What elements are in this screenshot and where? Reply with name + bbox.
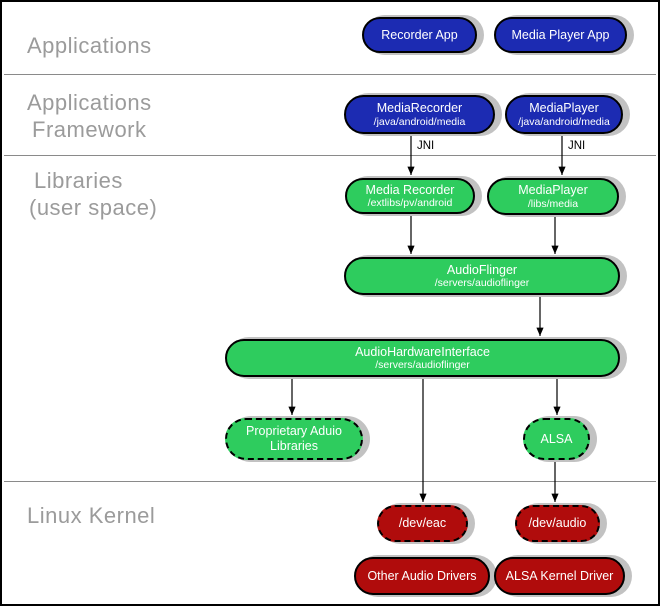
node-sublabel: /java/android/media: [373, 115, 466, 128]
node-label: Media Player App: [511, 27, 610, 42]
layer-label-text: Applications: [27, 90, 152, 115]
layer-label-applications: Applications: [27, 32, 152, 59]
divider-libraries-kernel: [4, 481, 656, 482]
layer-label-text: Applications: [27, 33, 152, 58]
node-label: /dev/audio: [528, 516, 587, 531]
node-label: MediaRecorder: [376, 101, 463, 116]
node-dev-eac: /dev/eac: [377, 505, 468, 542]
node-media-recorder-lib: Media Recorder /extlibs/pv/android: [345, 178, 475, 214]
layer-label-text: Libraries: [34, 168, 123, 193]
node-sublabel: /libs/media: [527, 197, 579, 210]
node-proprietary-audio-libraries: Proprietary Aduio Libraries: [225, 418, 363, 460]
layer-label-libraries: Libraries (user space): [29, 167, 157, 221]
node-mediaplayer-lib: MediaPlayer /libs/media: [487, 178, 619, 215]
node-alsa-kernel-driver: ALSA Kernel Driver: [494, 557, 625, 595]
node-label: /dev/eac: [398, 516, 447, 531]
node-label: Recorder App: [381, 27, 458, 42]
node-sublabel: /java/android/media: [518, 115, 610, 128]
node-label: ALSA: [540, 431, 573, 446]
jni-label-right: JNI: [568, 140, 586, 152]
node-label: MediaPlayer: [529, 101, 599, 116]
node-label: Proprietary Aduio Libraries: [246, 424, 342, 453]
node-label: MediaPlayer: [518, 183, 588, 198]
node-sublabel: /extlibs/pv/android: [367, 197, 453, 210]
node-other-audio-drivers: Other Audio Drivers: [354, 557, 490, 595]
node-media-player-app: Media Player App: [494, 17, 627, 53]
layer-label-text: Linux Kernel: [27, 503, 156, 528]
node-audioflinger: AudioFlinger /servers/audioflinger: [344, 257, 620, 295]
node-mediaplayer-framework: MediaPlayer /java/android/media: [505, 95, 623, 134]
layer-label-applications-framework: Applications Framework: [27, 89, 152, 143]
jni-label-left: JNI: [417, 140, 435, 152]
node-mediarecorder-framework: MediaRecorder /java/android/media: [344, 95, 495, 134]
node-audio-hardware-interface: AudioHardwareInterface /servers/audiofli…: [225, 339, 620, 377]
node-label: Media Recorder: [365, 182, 455, 197]
layer-label-linux-kernel: Linux Kernel: [27, 502, 155, 529]
node-dev-audio: /dev/audio: [515, 505, 600, 542]
divider-applications-framework: [4, 74, 656, 75]
divider-framework-libraries: [4, 155, 656, 156]
node-sublabel: /servers/audioflinger: [434, 277, 530, 290]
layer-label-text: Framework: [32, 117, 147, 142]
node-label: Other Audio Drivers: [367, 568, 477, 583]
node-label: AudioFlinger: [446, 262, 518, 277]
node-label: ALSA Kernel Driver: [505, 568, 614, 583]
node-alsa: ALSA: [523, 418, 590, 460]
node-sublabel: /servers/audioflinger: [375, 359, 470, 372]
node-recorder-app: Recorder App: [362, 17, 477, 53]
layer-label-text: (user space): [29, 195, 158, 220]
node-label: AudioHardwareInterface: [355, 344, 490, 359]
